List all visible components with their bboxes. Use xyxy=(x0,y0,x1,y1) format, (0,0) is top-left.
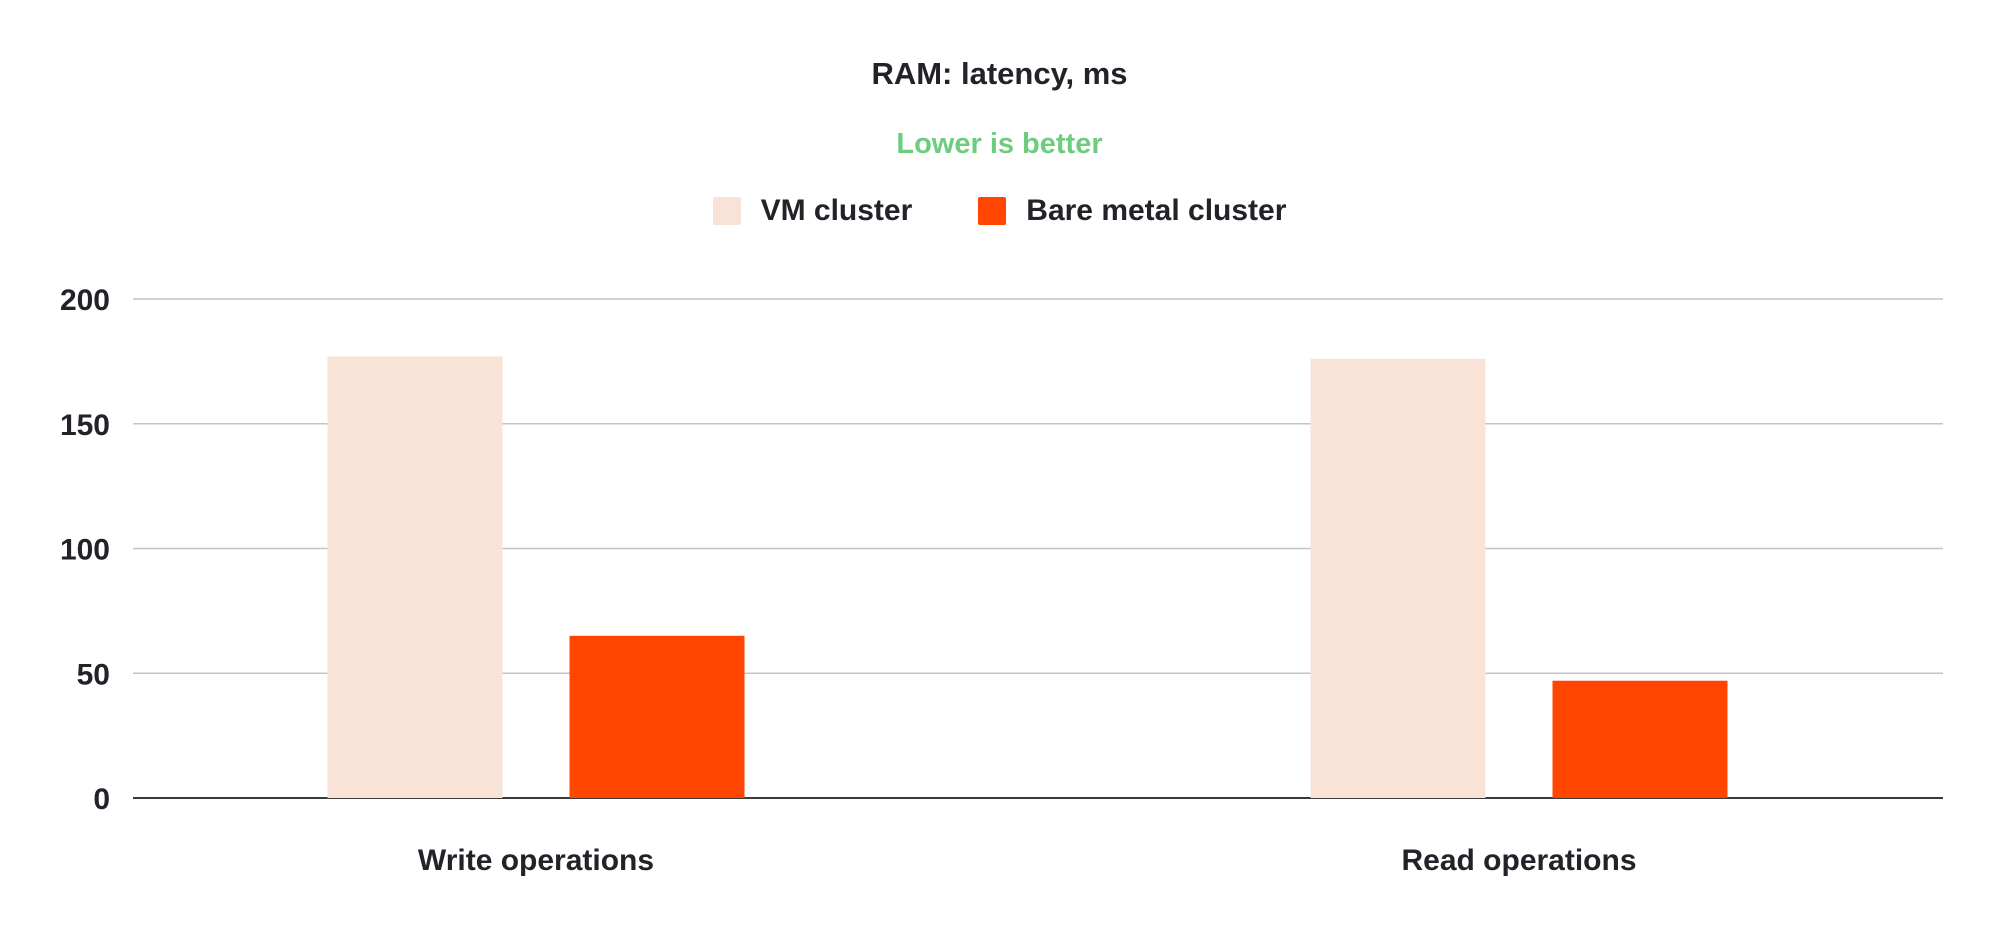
y-tick-label-0: 0 xyxy=(93,783,110,816)
legend-entry-vm-cluster[interactable]: VM cluster xyxy=(712,194,913,228)
y-tick-label-200: 200 xyxy=(60,284,110,317)
bar-vm-cluster-read-operations[interactable] xyxy=(1310,358,1486,798)
x-axis-ticks: Write operations Read operations xyxy=(418,844,1637,877)
y-tick-label-100: 100 xyxy=(60,534,110,567)
bar-bare-metal-cluster-write-operations[interactable] xyxy=(569,635,745,798)
bar-bare-metal-cluster-read-operations[interactable] xyxy=(1552,680,1728,798)
legend-entry-bare-metal-cluster[interactable]: Bare metal cluster xyxy=(978,194,1286,228)
legend-swatch-bare-metal-cluster xyxy=(978,197,1007,225)
y-tick-label-50: 50 xyxy=(77,658,110,691)
y-axis-ticks: 0 50 100 150 200 xyxy=(60,284,110,816)
x-tick-label-read-operations: Read operations xyxy=(1401,844,1636,877)
legend-swatch-vm-cluster xyxy=(712,197,741,225)
x-tick-label-write-operations: Write operations xyxy=(418,844,654,877)
bar-vm-cluster-write-operations[interactable] xyxy=(327,356,503,798)
legend-label-vm-cluster: VM cluster xyxy=(760,194,913,227)
chart-subtitle: Lower is better xyxy=(896,128,1103,160)
legend-label-bare-metal-cluster: Bare metal cluster xyxy=(1026,194,1287,227)
y-tick-label-150: 150 xyxy=(60,409,110,442)
chart-title: RAM: latency, ms xyxy=(871,56,1128,91)
legend: VM cluster Bare metal cluster xyxy=(0,194,1999,228)
bars xyxy=(327,356,1728,798)
